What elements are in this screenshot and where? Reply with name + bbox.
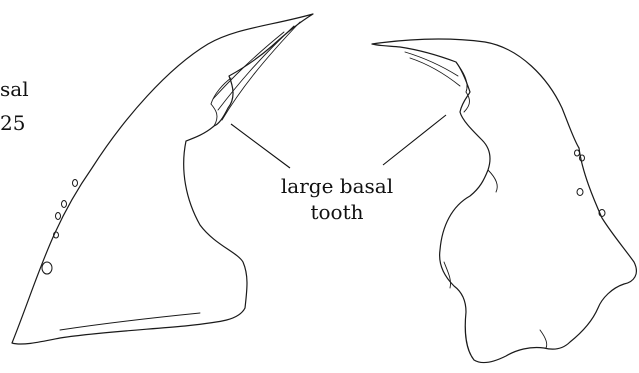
edge-label-line2: 25: [0, 111, 25, 135]
left-pore-1: [73, 180, 78, 187]
right-base-line-1: [540, 330, 547, 348]
right-leader-line: [383, 115, 446, 165]
left-inner-ridge-3: [213, 32, 284, 99]
right-side-notch: [488, 170, 497, 192]
edge-label-line1: sal: [0, 77, 29, 101]
left-mandible: [12, 14, 313, 344]
right-pore-1: [575, 150, 580, 156]
right-pore-3: [577, 189, 583, 196]
left-tooth-fold-2: [211, 104, 217, 126]
left-leader-line: [231, 124, 290, 168]
left-pore-3: [56, 213, 61, 220]
left-pore-5: [42, 262, 52, 274]
left-tooth-fold-1: [211, 78, 231, 104]
left-pore-2: [62, 201, 67, 208]
left-inner-ridge-1: [222, 22, 300, 120]
left-inner-ridge-2: [218, 26, 294, 110]
right-mandible: [372, 39, 636, 363]
right-inner-ridge-1: [405, 52, 458, 76]
right-mandible-outline: [372, 39, 636, 363]
left-mandible-outline: [12, 14, 313, 344]
callout-label-line2: tooth: [310, 200, 363, 224]
right-inner-ridge-2: [410, 58, 460, 86]
callout-label-line1: large basal: [281, 174, 393, 198]
right-tooth-fold-1: [456, 62, 467, 92]
left-base-line: [60, 313, 200, 330]
